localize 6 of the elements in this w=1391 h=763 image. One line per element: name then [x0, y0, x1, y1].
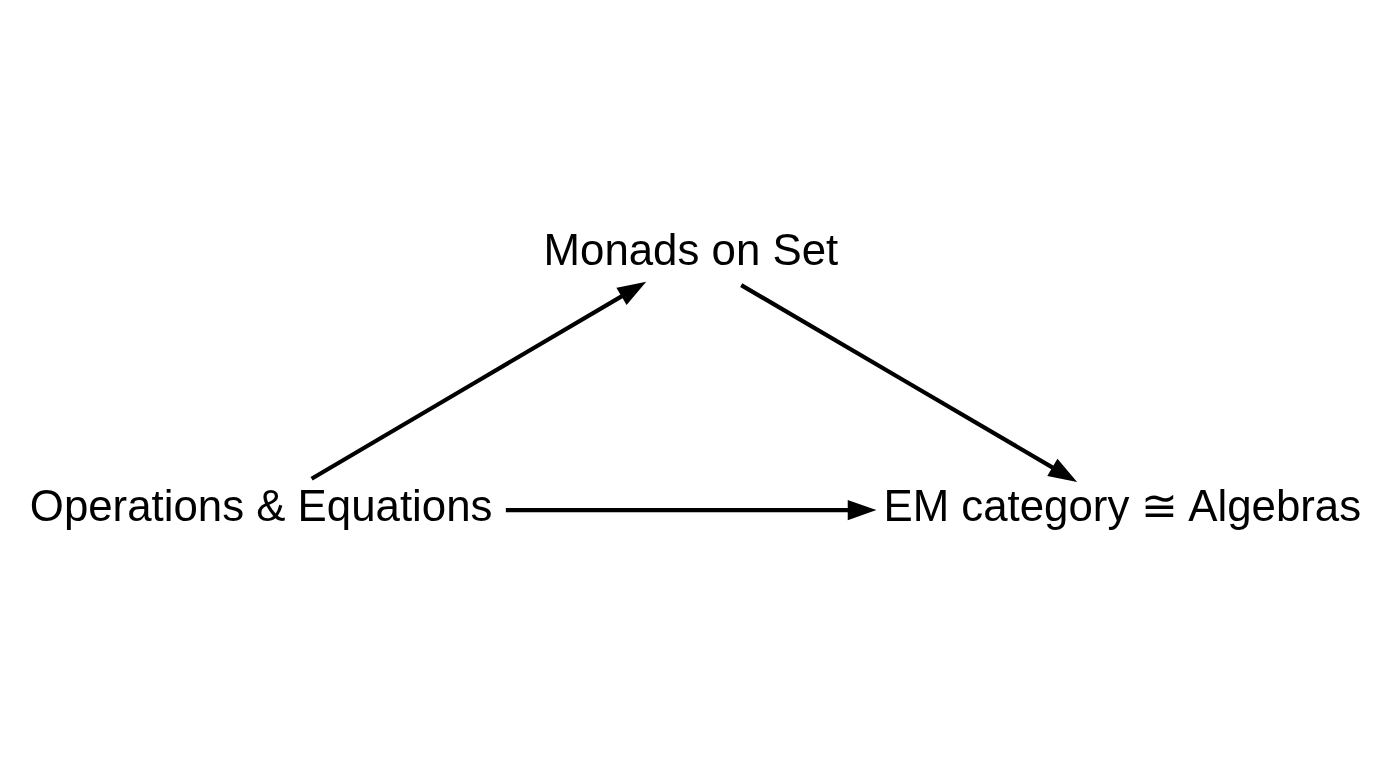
arrow [740, 282, 1078, 482]
node-text: EM category ≅ Algebras [883, 480, 1362, 530]
arrow [505, 499, 877, 520]
arrow [310, 281, 647, 480]
node-text: Monads on Set [543, 224, 839, 274]
node-text: Operations & Equations [29, 480, 493, 530]
